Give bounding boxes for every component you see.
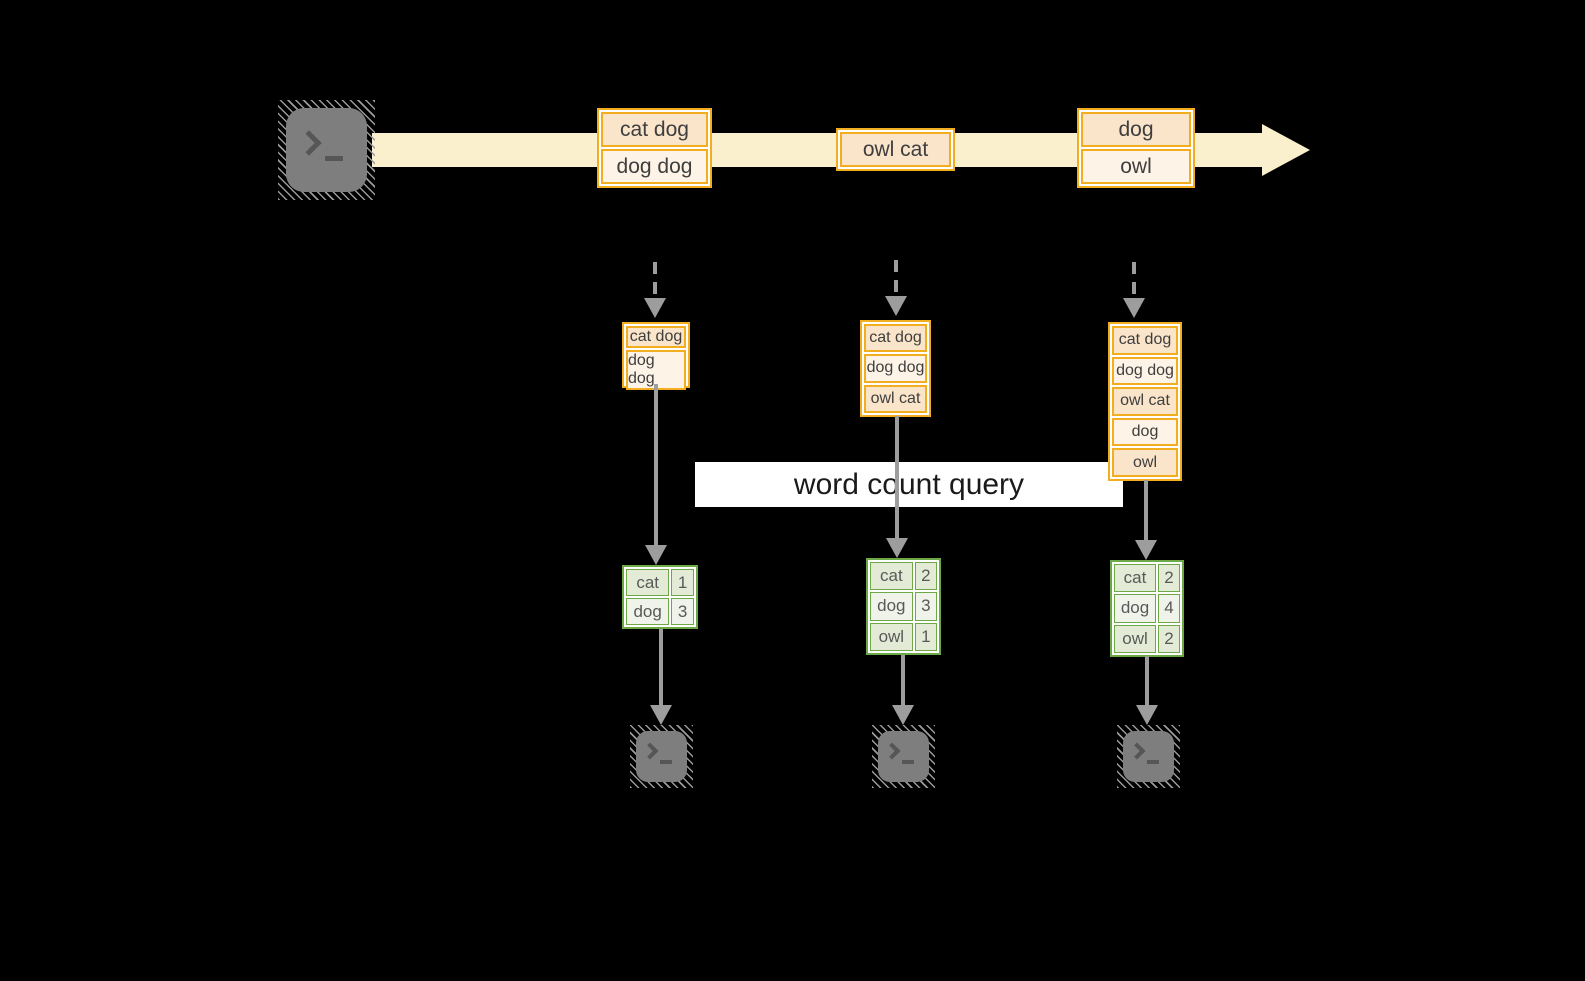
stream-batch-3: dog owl (1077, 108, 1195, 188)
result-table-3: cat 2 dog 4 owl 2 (1110, 560, 1184, 657)
count-cell: 3 (671, 598, 694, 625)
result-row: cat 2 (1114, 564, 1180, 593)
dashed-arrow (894, 260, 898, 298)
word-cell: dog (1114, 594, 1156, 623)
input-row: dog (1112, 417, 1178, 447)
output-arrowhead (650, 705, 672, 725)
terminal-screen (636, 731, 687, 782)
terminal-icon (872, 725, 935, 788)
query-arrow (1144, 480, 1148, 542)
prompt-cursor-icon (902, 760, 914, 764)
query-arrowhead (1135, 540, 1157, 560)
input-row: dog dog (864, 354, 927, 383)
input-row: dog dog (1112, 356, 1178, 386)
result-row: dog 3 (870, 592, 937, 621)
word-cell: owl (1114, 624, 1156, 653)
dashed-arrowhead (644, 298, 666, 318)
result-table-2: cat 2 dog 3 owl 1 (866, 558, 941, 655)
count-cell: 1 (671, 569, 694, 596)
query-arrow (895, 416, 899, 540)
input-row: owl cat (1112, 387, 1178, 416)
result-row: dog 3 (626, 598, 694, 625)
count-cell: 4 (1158, 594, 1180, 623)
terminal-screen (1123, 731, 1174, 782)
terminal-icon (278, 100, 375, 200)
stream-record: owl (1081, 149, 1191, 184)
input-row: cat dog (1112, 326, 1178, 355)
stream-record: dog (1081, 112, 1191, 147)
terminal-icon (630, 725, 693, 788)
output-arrow (1145, 656, 1149, 707)
count-cell: 2 (1158, 624, 1180, 653)
output-arrow (659, 629, 663, 707)
input-table-1: cat dog dog dog (622, 322, 690, 390)
input-row: cat dog (626, 326, 686, 348)
input-row: owl (1112, 448, 1178, 477)
output-arrowhead (1136, 705, 1158, 725)
result-row: cat 2 (870, 562, 937, 591)
dashed-arrowhead (885, 296, 907, 316)
stream-record: owl cat (840, 132, 951, 167)
dashed-arrow (653, 262, 657, 300)
prompt-cursor-icon (1147, 760, 1159, 764)
output-arrowhead (892, 705, 914, 725)
result-row: owl 1 (870, 622, 937, 651)
count-cell: 1 (914, 622, 937, 651)
word-cell: owl (870, 622, 913, 651)
dashed-arrow (1132, 262, 1136, 300)
word-cell: dog (626, 598, 670, 625)
terminal-screen (286, 108, 367, 192)
count-cell: 2 (914, 562, 937, 591)
query-arrowhead (645, 545, 667, 565)
terminal-screen (878, 731, 929, 782)
query-label: word count query (695, 462, 1123, 507)
input-table-3: cat dog dog dog owl cat dog owl (1108, 322, 1182, 481)
query-arrow (654, 384, 658, 546)
result-row: dog 4 (1114, 594, 1180, 623)
stream-arrowhead (1262, 124, 1310, 176)
result-row: owl 2 (1114, 624, 1180, 653)
word-cell: cat (1114, 564, 1156, 593)
input-row: cat dog (864, 324, 927, 353)
stream-batch-2: owl cat (836, 128, 955, 171)
word-cell: dog (870, 592, 913, 621)
stream-record: cat dog (601, 112, 708, 147)
input-row: owl cat (864, 384, 927, 413)
input-row: dog dog (626, 350, 686, 390)
word-cell: cat (626, 569, 670, 596)
input-table-2: cat dog dog dog owl cat (860, 320, 931, 417)
prompt-cursor-icon (325, 156, 343, 161)
dashed-arrowhead (1123, 298, 1145, 318)
count-cell: 2 (1158, 564, 1180, 593)
output-arrow (901, 655, 905, 707)
query-arrowhead (886, 538, 908, 558)
stream-record: dog dog (601, 149, 708, 184)
terminal-icon (1117, 725, 1180, 788)
result-table-1: cat 1 dog 3 (622, 565, 698, 629)
result-row: cat 1 (626, 569, 694, 596)
word-cell: cat (870, 562, 913, 591)
count-cell: 3 (914, 592, 937, 621)
stream-batch-1: cat dog dog dog (597, 108, 712, 188)
prompt-cursor-icon (660, 760, 672, 764)
